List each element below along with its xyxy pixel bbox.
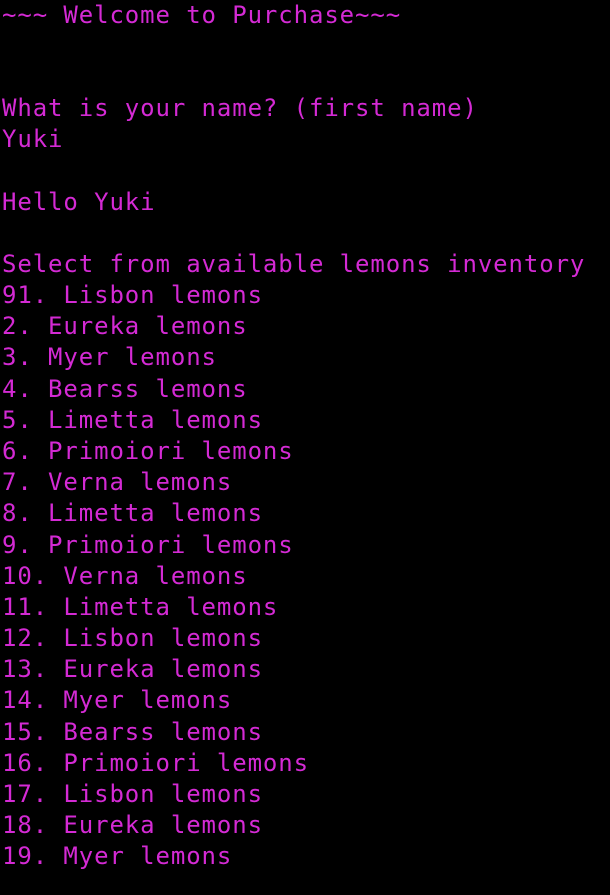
menu-item: 8. Limetta lemons [2,499,263,528]
menu-item: 11. Limetta lemons [2,592,279,621]
menu-item: 7. Verna lemons [2,468,233,497]
menu-item: 19. Myer lemons [2,842,233,871]
name-input-echo: Yuki [2,125,64,153]
menu-item: 18. Eureka lemons [2,811,263,840]
menu-item: 17. Lisbon lemons [2,780,263,808]
menu-item: 12. Lisbon lemons [2,624,263,653]
menu-item: 6. Primoiori lemons [2,436,294,465]
menu-item: 2. Eureka lemons [2,312,248,341]
menu-item: 9. Primoiori lemons [2,530,294,559]
menu-item: 15. Bearss lemons [2,717,263,746]
menu-item: 3. Myer lemons [2,343,217,372]
greeting-text: Hello Yuki [2,188,156,216]
menu-item: 13. Eureka lemons [2,655,263,684]
menu-item: 16. Primoiori lemons [2,748,309,777]
menu-item: 14. Myer lemons [2,686,233,715]
welcome-banner: ~~~ Welcome to Purchase~~~ [2,1,402,29]
menu-header: Select from available lemons inventory [2,250,586,278]
menu-item: 91. Lisbon lemons [2,281,263,309]
menu-item: 4. Bearss lemons [2,374,248,403]
menu-item: 10. Verna lemons [2,561,248,590]
name-prompt: What is your name? (first name) [2,94,478,122]
menu-item: 5. Limetta lemons [2,405,263,434]
